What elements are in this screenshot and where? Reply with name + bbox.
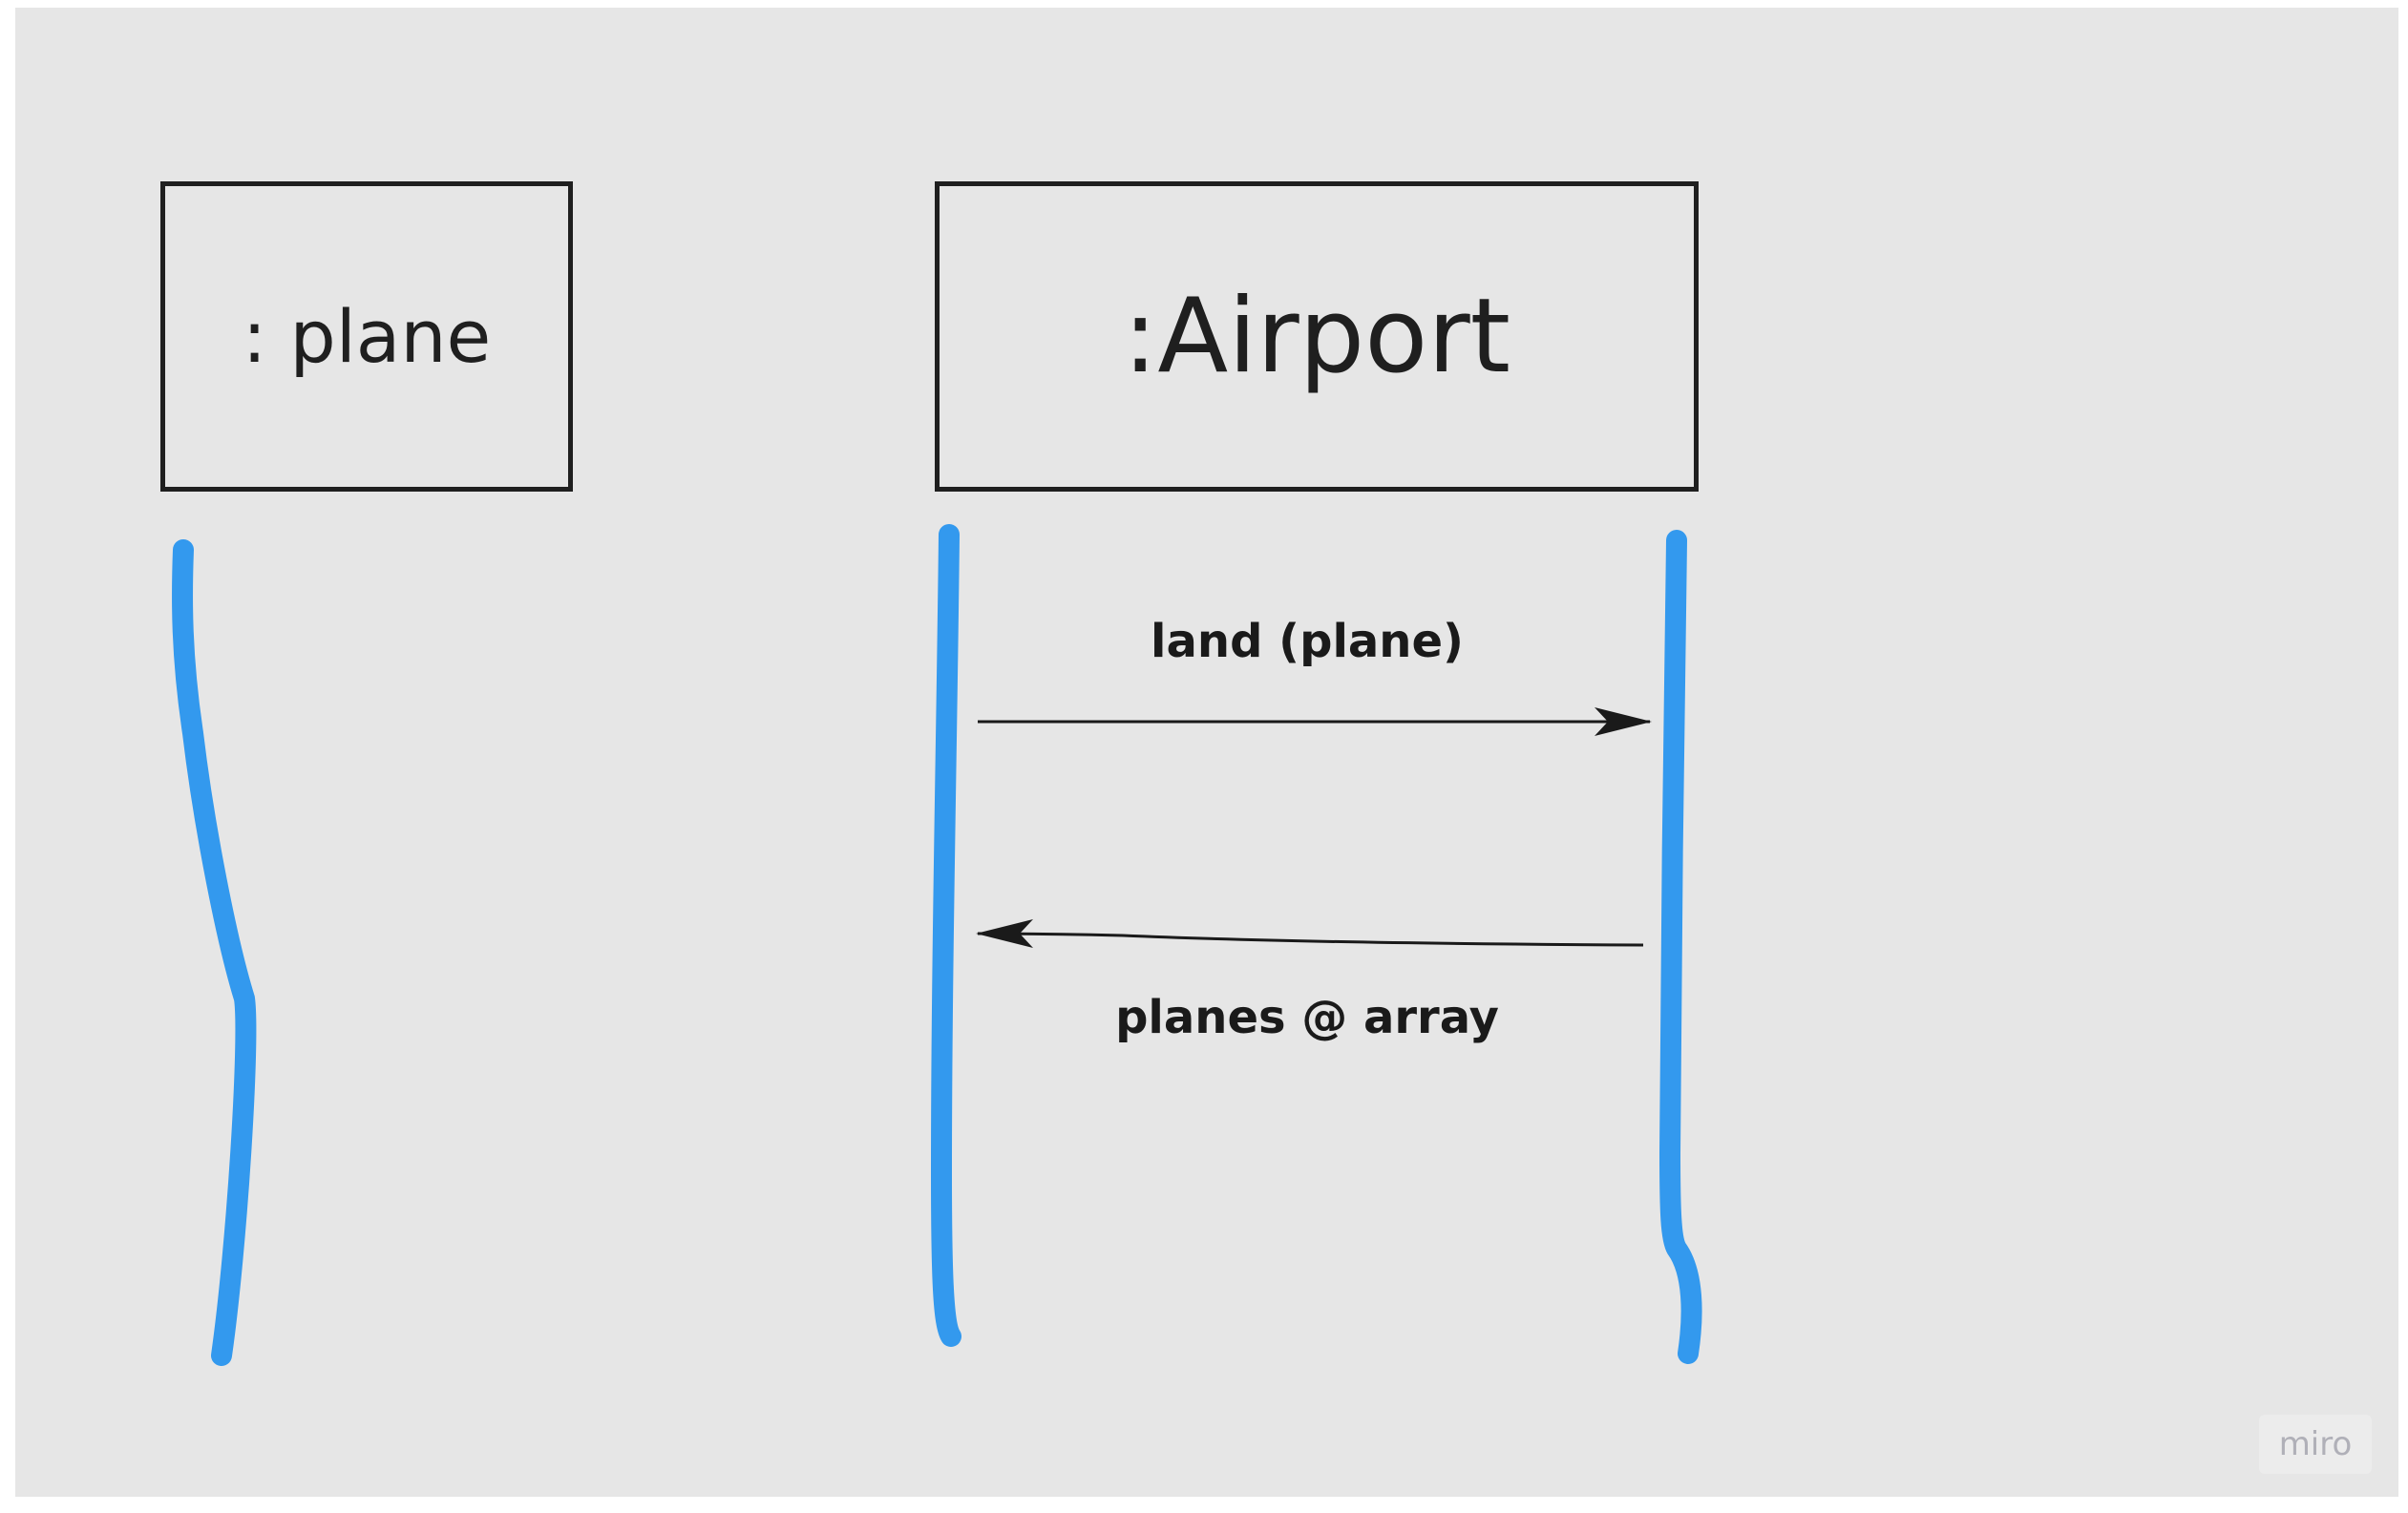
participant-airport-label: :Airport bbox=[1122, 277, 1511, 396]
lifeline-airport-left bbox=[930, 524, 961, 1347]
watermark-text: miro bbox=[2278, 1425, 2353, 1463]
diagram-drawing bbox=[172, 524, 1702, 1366]
participant-plane-label: : plane bbox=[242, 294, 492, 379]
lifeline-plane bbox=[172, 539, 257, 1366]
message-label-land: land (plane) bbox=[1151, 615, 1464, 668]
participant-airport-box: :Airport bbox=[935, 181, 1699, 492]
participant-plane-box: : plane bbox=[160, 181, 573, 492]
diagram-canvas: : plane :Airport land (plane) planes @ a… bbox=[15, 8, 2398, 1497]
message-arrow-return bbox=[976, 919, 1644, 949]
message-label-return: planes @ array bbox=[1115, 991, 1499, 1044]
lifeline-airport-right bbox=[1658, 530, 1702, 1364]
miro-watermark[interactable]: miro bbox=[2259, 1415, 2372, 1474]
